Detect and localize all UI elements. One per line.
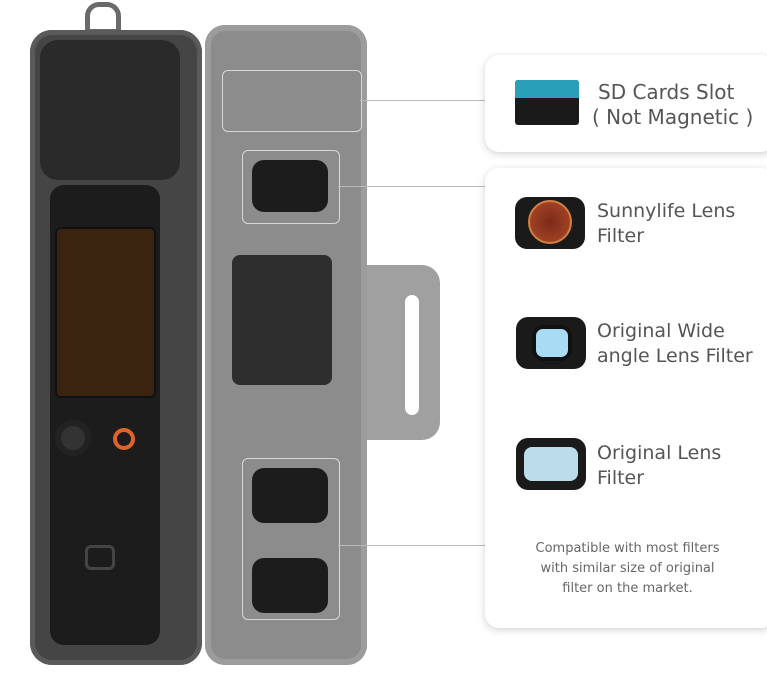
filter-bottom-2 [252,558,328,613]
sd-title: SD Cards Slot [598,80,735,104]
callout-line [338,545,485,546]
nd-filter-icon [515,197,585,249]
note-line: Compatible with most filters [535,541,720,556]
sunnylife-title: Sunnylife Lens [597,200,736,222]
filter-slot-top [242,150,340,224]
record-button-icon [113,428,135,450]
usb-port-icon [85,545,115,570]
callout-line [338,186,485,187]
camera-screen [55,227,156,398]
case-strap [365,265,440,440]
joystick-icon [55,420,91,456]
sd-slot-area [222,70,362,132]
wide-subtitle: angle Lens Filter [597,345,753,367]
lens-filter-icon [516,438,586,490]
camera-gimbal [40,40,180,180]
sd-subtitle: ( Not Magnetic ) [592,105,754,129]
filter-bottom-1 [252,468,328,523]
compatibility-note: Compatible with most filters with simila… [495,539,760,599]
original-title: Original Lens [597,442,722,464]
filter-top [252,160,328,212]
note-line: with similar size of original [540,561,715,576]
note-line: filter on the market. [562,581,693,596]
strap-hole [405,295,419,415]
callout-line [360,100,485,101]
wide-title: Original Wide [597,320,725,342]
foam-pad [232,255,332,385]
sd-card-icon [515,80,579,125]
wide-angle-filter-icon [516,317,586,369]
sunnylife-subtitle: Filter [597,225,645,247]
original-subtitle: Filter [597,467,645,489]
filter-slot-bottom [242,458,340,620]
